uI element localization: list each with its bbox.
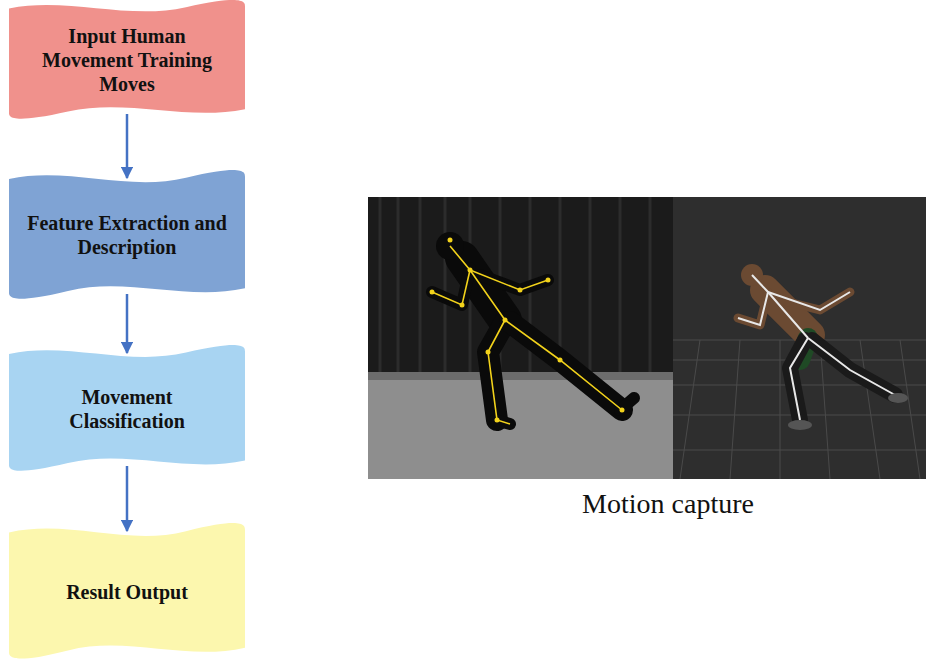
wavy-banner-box: Movement Classification [9, 345, 245, 472]
step-text: Movement Classification [9, 385, 245, 433]
flow-arrow [126, 114, 129, 178]
wavy-banner-box: Result Output [9, 523, 245, 660]
step-text: Result Output [52, 580, 202, 604]
image-caption: Motion capture [582, 488, 754, 520]
flow-arrow [126, 294, 129, 353]
wavy-banner-box: Feature Extraction and Description [9, 170, 245, 300]
step-text: Feature Extraction and Description [9, 211, 245, 259]
wavy-banner-box: Input Human Movement Training Moves [9, 0, 245, 120]
flow-arrow [126, 466, 129, 531]
wavy-banner-shape [9, 345, 245, 472]
step-text: Input Human Movement Training Moves [9, 24, 245, 96]
wavy-banner-shape [9, 170, 245, 300]
